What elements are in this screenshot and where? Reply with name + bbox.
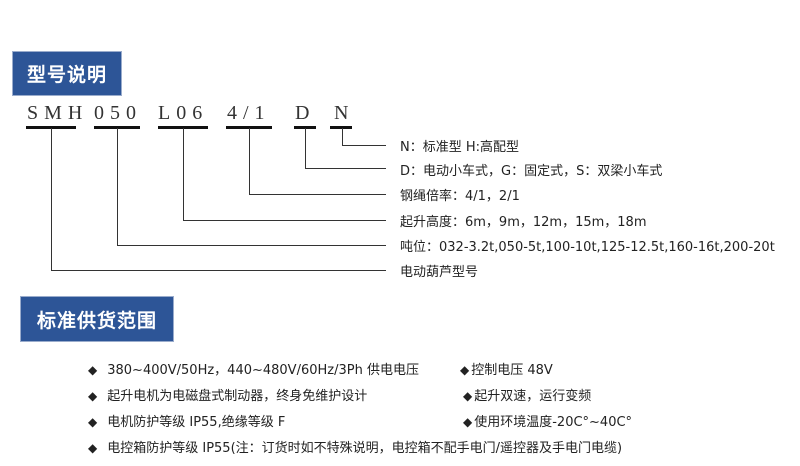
- connector: [51, 270, 386, 271]
- supply-item: ◆起升双速，运行变频: [463, 389, 592, 404]
- section-title-model: 型号说明: [12, 51, 122, 96]
- desc-tonnage: 吨位：032-3.2t,050-5t,100-10t,125-12.5t,160…: [400, 240, 775, 255]
- connector: [51, 128, 52, 271]
- diamond-bullet-icon: ◆: [88, 415, 98, 429]
- connector: [117, 245, 386, 246]
- diamond-bullet-icon: ◆: [88, 441, 98, 455]
- underline: [94, 126, 140, 129]
- diamond-bullet-icon: ◆: [463, 415, 473, 429]
- underline: [294, 126, 316, 129]
- desc-config: N：标准型 H:高配型: [400, 140, 520, 155]
- connector: [117, 128, 118, 246]
- connector: [249, 128, 250, 195]
- connector: [305, 168, 386, 169]
- diamond-bullet-icon: ◆: [88, 363, 98, 377]
- section-title-supply: 标准供货范围: [20, 296, 174, 342]
- desc-type: D：电动小车式，G：固定式，S：双梁小车式: [400, 164, 663, 179]
- supply-item: ◆电机防护等级 IP55,绝缘等级 F: [88, 415, 286, 430]
- diamond-bullet-icon: ◆: [463, 389, 473, 403]
- connector: [305, 128, 306, 169]
- desc-model: 电动葫芦型号: [400, 265, 479, 280]
- connector: [183, 220, 386, 221]
- underline: [158, 126, 208, 129]
- diamond-bullet-icon: ◆: [460, 363, 470, 377]
- code-segment-type: D: [295, 102, 316, 124]
- underline: [330, 126, 352, 129]
- connector: [249, 194, 386, 195]
- supply-item: ◆控制电压 48V: [460, 363, 553, 378]
- connector: [183, 128, 184, 221]
- code-segment-height: L06: [158, 102, 209, 124]
- supply-item: ◆起升电机为电磁盘式制动器，终身免维护设计: [88, 389, 368, 404]
- underline: [226, 126, 272, 129]
- supply-item: ◆380~400V/50Hz，440~480V/60Hz/3Ph 供电电压: [88, 363, 419, 378]
- desc-height: 起升高度：6m，9m，12m，15m，18m: [400, 215, 647, 230]
- connector: [342, 128, 343, 146]
- diamond-bullet-icon: ◆: [88, 389, 98, 403]
- code-segment-series: SMH: [27, 102, 89, 124]
- code-segment-reeving: 4/1: [227, 102, 271, 124]
- connector: [342, 145, 386, 146]
- code-segment-tonnage: 050: [94, 102, 142, 124]
- supply-item: ◆电控箱防护等级 IP55(注：订货时如不特殊说明，电控箱不配手电门/遥控器及手…: [88, 441, 623, 456]
- supply-item: ◆使用环境温度-20C°~40C°: [463, 415, 633, 430]
- desc-reeving: 钢绳倍率：4/1，2/1: [400, 189, 520, 204]
- code-segment-config: N: [334, 102, 355, 124]
- underline: [26, 126, 76, 129]
